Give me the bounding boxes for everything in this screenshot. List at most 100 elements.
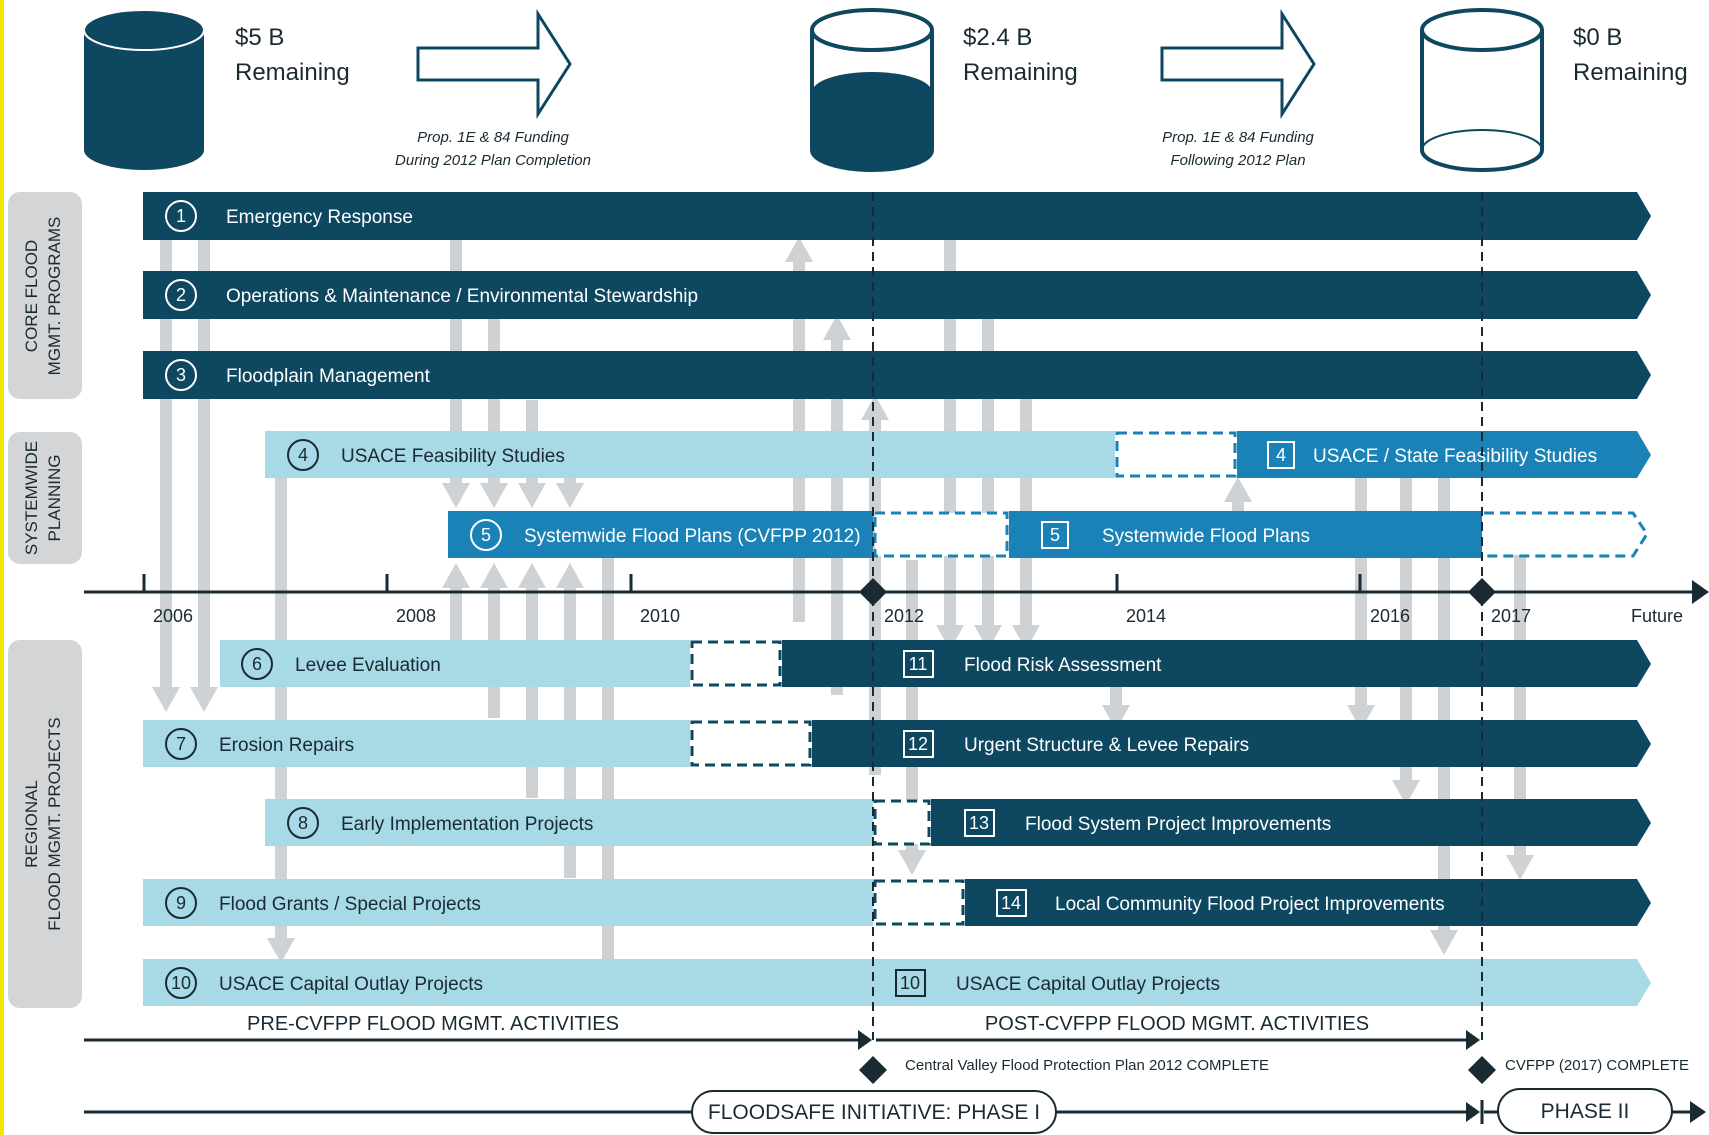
year-label-2006: 2006 bbox=[153, 606, 193, 626]
bar-systemwide-flood-plans bbox=[1009, 511, 1482, 558]
budget-cylinder-empty bbox=[1420, 8, 1544, 172]
group-core-label-line1: CORE FLOOD bbox=[22, 240, 41, 352]
badge-circle bbox=[165, 728, 197, 760]
bar-label-flood-grants-special-projects: Flood Grants / Special Projects bbox=[219, 894, 481, 915]
bar-number: 4 bbox=[1276, 445, 1286, 465]
bar-label-usace-capital-outlay-projects: USACE Capital Outlay Projects bbox=[219, 974, 483, 995]
bar-label-local-community-flood-project-improvements: Local Community Flood Project Improvemen… bbox=[1055, 894, 1445, 915]
bar-number: 10 bbox=[171, 973, 191, 993]
budget-label-2: Remaining bbox=[963, 59, 1078, 86]
milestone-diamond-2017 bbox=[1468, 578, 1496, 606]
budget-cylinder-half bbox=[810, 8, 934, 172]
left-edge-strip bbox=[0, 0, 4, 1135]
bar-early-implementation-projects bbox=[265, 799, 873, 846]
bar-usace-state-feasibility-studies bbox=[1237, 431, 1651, 478]
budget-cylinder-full bbox=[83, 9, 205, 170]
funding-note-2-line2: Following 2012 Plan bbox=[1170, 152, 1305, 169]
bar-flood-grants-special-projects bbox=[143, 879, 873, 926]
bar-flood-system-project-improvements bbox=[931, 799, 1651, 846]
bar-number: 2 bbox=[176, 285, 186, 305]
bar-flood-risk-assessment bbox=[782, 640, 1651, 687]
funding-note-1-line2: During 2012 Plan Completion bbox=[395, 152, 591, 169]
group-regional-label-line2: FLOOD MGMT. PROJECTS bbox=[45, 717, 64, 930]
bar-emergency-response bbox=[143, 192, 1651, 240]
year-label-future: Future bbox=[1631, 606, 1683, 626]
bar-label-systemwide-flood-plans: Systemwide Flood Plans bbox=[1102, 526, 1310, 547]
badge-box bbox=[903, 730, 934, 758]
bar-number: 5 bbox=[481, 525, 491, 545]
budget-amount-1: $5 B bbox=[235, 24, 284, 51]
year-label-2016: 2016 bbox=[1370, 606, 1410, 626]
future-dashed-extension bbox=[1484, 511, 1649, 558]
year-label-2010: 2010 bbox=[640, 606, 680, 626]
transition-gap bbox=[873, 799, 931, 846]
transition-gap bbox=[873, 879, 965, 926]
bar-urgent-structure-levee-repairs bbox=[812, 720, 1651, 767]
badge-box bbox=[964, 809, 995, 837]
year-label-2008: 2008 bbox=[396, 606, 436, 626]
bar-label-operations-maintenance: Operations & Maintenance / Environmental… bbox=[226, 286, 698, 307]
bar-number: 12 bbox=[908, 734, 928, 754]
year-label-2012: 2012 bbox=[884, 606, 924, 626]
phase-2-pill bbox=[1497, 1088, 1673, 1134]
bar-number: 4 bbox=[298, 445, 308, 465]
bar-number: 10 bbox=[900, 973, 920, 993]
connector-arrows bbox=[152, 225, 1534, 963]
group-regional-label-line1: REGIONAL bbox=[22, 780, 41, 868]
bar-number: 14 bbox=[1001, 893, 1021, 913]
bar-number: 8 bbox=[298, 813, 308, 833]
bar-local-community-flood-project-improvements bbox=[965, 879, 1651, 926]
bar-systemwide-flood-plans-2012 bbox=[448, 511, 873, 558]
group-core-label-line2: MGMT. PROGRAMS bbox=[45, 217, 64, 376]
budget-amount-2: $2.4 B bbox=[963, 24, 1032, 51]
badge-circle bbox=[241, 648, 273, 680]
badge-box bbox=[895, 969, 926, 997]
section-arrowhead-icon bbox=[1466, 1030, 1480, 1050]
phase-1-label: FLOODSAFE INITIATIVE: PHASE I bbox=[708, 1101, 1040, 1124]
bar-label-usace-feasibility-studies: USACE Feasibility Studies bbox=[341, 446, 565, 467]
group-systemwide-panel bbox=[8, 432, 82, 564]
group-core-panel bbox=[8, 192, 82, 399]
badge-circle bbox=[470, 519, 502, 551]
phase-arrowhead-icon bbox=[1466, 1102, 1480, 1122]
timeline-arrowhead-icon bbox=[1692, 580, 1709, 604]
bar-usace-feasibility-studies bbox=[265, 431, 1115, 478]
bar-label-early-implementation-projects: Early Implementation Projects bbox=[341, 814, 593, 835]
badge-box bbox=[996, 889, 1027, 917]
section-label-pre-cvfpp: PRE-CVFPP FLOOD MGMT. ACTIVITIES bbox=[247, 1013, 619, 1035]
phase-arrowhead-icon bbox=[1690, 1101, 1706, 1123]
funding-note-1-line1: Prop. 1E & 84 Funding bbox=[417, 129, 569, 146]
section-arrowhead-icon bbox=[858, 1030, 872, 1050]
badge-circle bbox=[165, 279, 197, 311]
bar-label-usace-state-feasibility-studies: USACE / State Feasibility Studies bbox=[1313, 446, 1597, 467]
milestone-diamond-2017-note bbox=[1468, 1056, 1496, 1084]
bar-number: 6 bbox=[252, 654, 262, 674]
transition-gap bbox=[873, 511, 1009, 558]
milestone-label-2012: Central Valley Flood Protection Plan 201… bbox=[905, 1057, 1269, 1074]
badge-circle bbox=[165, 887, 197, 919]
badge-box bbox=[1041, 521, 1069, 549]
milestone-diamond-2012 bbox=[859, 578, 887, 606]
bar-erosion-repairs bbox=[143, 720, 690, 767]
bar-label-flood-risk-assessment: Flood Risk Assessment bbox=[964, 655, 1162, 676]
bar-operations-maintenance bbox=[143, 271, 1651, 319]
group-systemwide-label-line2: PLANNING bbox=[45, 455, 64, 542]
bar-number: 1 bbox=[176, 206, 186, 226]
bar-label-floodplain-management: Floodplain Management bbox=[226, 366, 431, 387]
group-systemwide-label-line1: SYSTEMWIDE bbox=[22, 441, 41, 555]
phase-2-label: PHASE II bbox=[1541, 1100, 1630, 1123]
budget-label-1: Remaining bbox=[235, 59, 350, 86]
milestone-diamond-2012-note bbox=[859, 1056, 887, 1084]
timeline-ticks bbox=[142, 574, 1362, 592]
year-label-2014: 2014 bbox=[1126, 606, 1166, 626]
funding-arrow-icon bbox=[416, 8, 572, 120]
bar-number: 11 bbox=[909, 654, 928, 674]
transition-gap bbox=[690, 720, 812, 767]
bar-number: 7 bbox=[176, 734, 186, 754]
funding-arrow-icon bbox=[1160, 8, 1316, 120]
bar-number: 3 bbox=[176, 365, 186, 385]
bar-label-flood-system-project-improvements: Flood System Project Improvements bbox=[1025, 814, 1331, 835]
bar-label-levee-evaluation: Levee Evaluation bbox=[295, 655, 441, 676]
section-label-post-cvfpp: POST-CVFPP FLOOD MGMT. ACTIVITIES bbox=[985, 1013, 1369, 1035]
bar-label-systemwide-flood-plans-2012: Systemwide Flood Plans (CVFPP 2012) bbox=[524, 526, 861, 547]
